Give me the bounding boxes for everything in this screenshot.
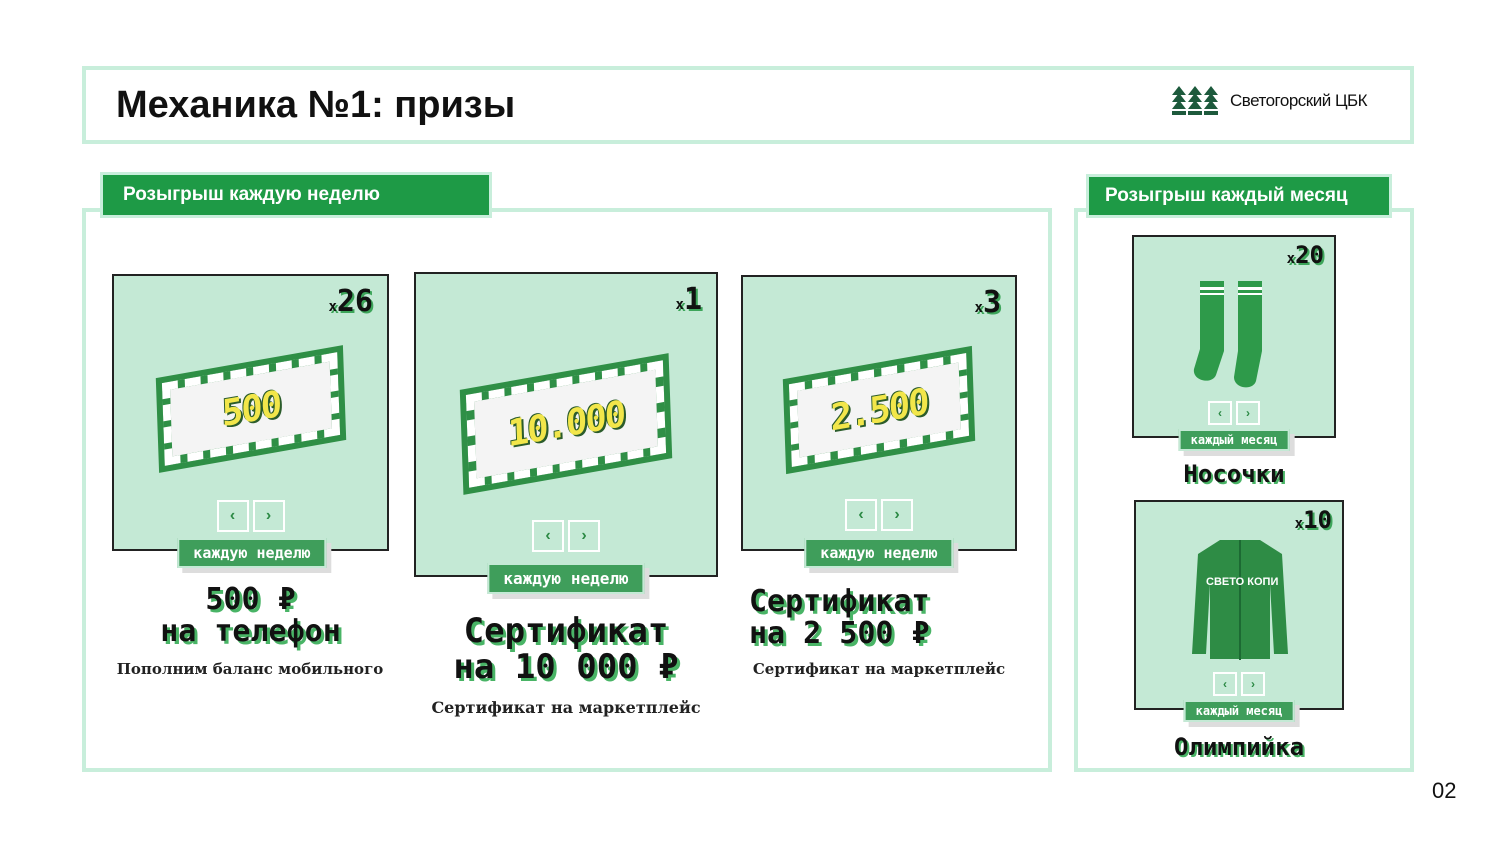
prize-title: Носочки [1183, 460, 1285, 488]
jacket-print: СВЕТО КОПИ [1206, 576, 1279, 588]
socks-image [1193, 281, 1262, 388]
next-button[interactable]: › [252, 500, 285, 532]
prize-card-10000: x1 10.000 ‹› [414, 272, 718, 577]
prize-count: x3 [974, 285, 1002, 320]
frequency-badge: каждую неделю [177, 538, 327, 568]
prize-card-jacket: x10 СВЕТО КОПИ ‹› [1134, 500, 1344, 710]
bill-image: 10.000 [459, 351, 673, 497]
prize-card-2500: x3 2.500 ‹› [741, 275, 1017, 551]
next-button[interactable]: › [568, 520, 600, 552]
frequency-badge: каждую неделю [487, 563, 645, 594]
frequency-badge: каждый месяц [1183, 700, 1295, 722]
weekly-tab: Розыгрыш каждую неделю [100, 172, 492, 218]
prev-button[interactable]: ‹ [216, 500, 249, 532]
prize-description: Сертификат на маркетплейс [431, 698, 701, 717]
trees-icon [1172, 86, 1218, 115]
prize-title: 500 ₽на телефон [160, 582, 341, 649]
prev-button[interactable]: ‹ [532, 520, 564, 552]
prize-count: x1 [675, 282, 703, 317]
frequency-badge: каждый месяц [1178, 429, 1290, 451]
bill-image: 2.500 [782, 344, 976, 476]
prize-title: Олимпийка [1173, 733, 1305, 761]
page-title: Механика №1: призы [116, 84, 516, 126]
jacket-image [1192, 540, 1288, 660]
prev-button[interactable]: ‹ [845, 499, 877, 531]
prize-card-socks: x20 ‹› [1132, 235, 1336, 438]
prev-button[interactable]: ‹ [1208, 401, 1232, 425]
prize-count: x20 [1286, 241, 1324, 269]
frequency-badge: каждую неделю [804, 538, 954, 568]
prev-button[interactable]: ‹ [1213, 672, 1237, 696]
page-number: 02 [1432, 778, 1457, 803]
prize-count: x10 [1294, 506, 1332, 534]
next-button[interactable]: › [881, 499, 913, 531]
prize-card-500: x26 500 ‹› [112, 274, 389, 551]
bill-image: 500 [155, 343, 347, 475]
brand-logo: Светогорский ЦБК [1172, 86, 1368, 116]
prize-description: Пополним баланс мобильного [116, 660, 384, 678]
next-button[interactable]: › [1241, 672, 1265, 696]
prize-count: x26 [328, 284, 373, 319]
brand-name: Светогорский ЦБК [1230, 91, 1368, 110]
monthly-tab: Розыгрыш каждый месяц [1086, 174, 1392, 218]
next-button[interactable]: › [1236, 401, 1260, 425]
prize-description: Сертификат на маркетплейс [752, 660, 1006, 678]
